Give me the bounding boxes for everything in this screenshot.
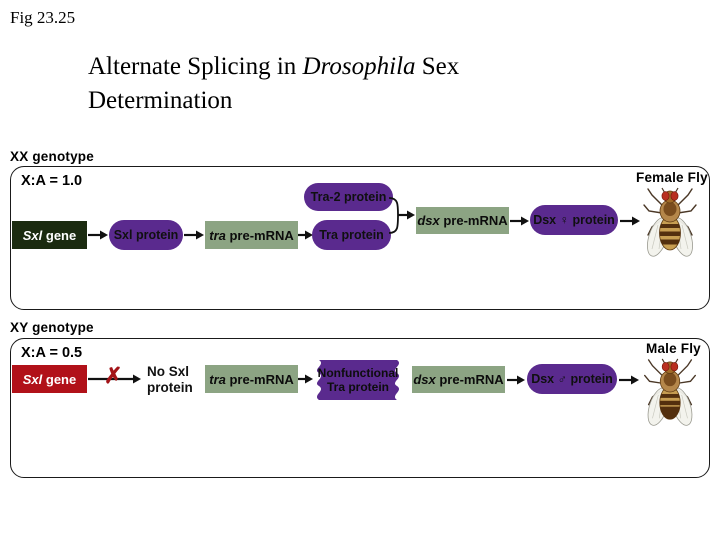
title-line2: Determination xyxy=(88,87,233,114)
sxl-gene-rest: gene xyxy=(42,371,77,387)
nonfunctional-line2: Tra protein xyxy=(326,380,389,394)
sxl-gene-box-xx: Sxl gene xyxy=(12,221,87,249)
xx-genotype-label: XX genotype xyxy=(10,149,94,164)
dsx-female-protein-pill: Dsx ♀ protein xyxy=(530,205,618,235)
torn-edge-shape-icon xyxy=(316,360,400,400)
male-fly-label: Male Fly xyxy=(646,341,701,356)
dsx-rest: pre-mRNA xyxy=(435,372,504,387)
tra-protein-pill: Tra protein xyxy=(312,220,391,250)
arrow-right-icon xyxy=(619,375,639,385)
merge-bracket-arrow-icon xyxy=(389,197,415,234)
nonfunctional-line1: Nonfunctional xyxy=(317,366,399,380)
title-line1-post: Sex xyxy=(415,53,460,80)
nonfunctional-tra-protein-label: Nonfunctional Tra protein xyxy=(309,359,407,401)
xx-ratio-label: X:A = 1.0 xyxy=(21,173,83,189)
no-sxl-protein-text: No Sxl protein xyxy=(147,364,193,396)
tra-italic: tra xyxy=(209,227,226,243)
arrow-right-icon xyxy=(510,216,529,226)
sxl-protein-pill: Sxl protein xyxy=(109,220,183,250)
title-species-italic: Drosophila xyxy=(302,53,416,80)
tra-italic: tra xyxy=(209,371,226,387)
arrow-right-icon xyxy=(298,374,313,384)
female-fly-image xyxy=(643,187,697,257)
dsx-male-protein-pill: Dsx ♂ protein xyxy=(527,364,617,394)
dsx-pre-mrna-box-xx: dsx pre-mRNA xyxy=(416,207,509,234)
xy-panel xyxy=(10,338,710,478)
slide-title: Alternate Splicing in Drosophila Sex Det… xyxy=(88,50,668,118)
male-symbol: ♂ xyxy=(557,372,567,386)
arrow-right-icon xyxy=(88,230,108,240)
xy-ratio-label: X:A = 0.5 xyxy=(21,345,83,361)
dsx-f-post: protein xyxy=(568,213,615,227)
no-sxl-line2: protein xyxy=(147,380,193,395)
dsx-rest: pre-mRNA xyxy=(439,213,508,228)
dsx-f-pre: Dsx xyxy=(533,213,560,227)
dsx-m-post: protein xyxy=(566,372,613,386)
female-fly-label: Female Fly xyxy=(636,170,708,185)
dsx-italic: dsx xyxy=(417,213,440,228)
dsx-pre-mrna-box-xy: dsx pre-mRNA xyxy=(412,366,505,393)
tra-rest: pre-mRNA xyxy=(225,371,294,387)
xy-genotype-label: XY genotype xyxy=(10,320,94,335)
arrow-right-icon xyxy=(184,230,204,240)
sxl-gene-italic: Sxl xyxy=(22,227,43,243)
tra-rest: pre-mRNA xyxy=(225,227,294,243)
tra2-protein-pill: Tra-2 protein xyxy=(304,183,393,211)
male-fly-image xyxy=(644,358,696,426)
nonfunctional-tra-protein-shape: Nonfunctional Tra protein xyxy=(309,359,407,401)
arrow-right-icon xyxy=(298,230,313,240)
blocked-x-mark: ✗ xyxy=(104,363,123,388)
no-sxl-line1: No Sxl xyxy=(147,364,190,379)
sxl-gene-rest: gene xyxy=(42,227,77,243)
figure-number: Fig 23.25 xyxy=(10,8,76,27)
tra-pre-mrna-box-xy: tra pre-mRNA xyxy=(205,365,298,393)
title-line1-pre: Alternate Splicing in xyxy=(88,53,303,80)
tra-pre-mrna-box-xx: tra pre-mRNA xyxy=(205,221,298,249)
dsx-italic: dsx xyxy=(413,372,436,387)
dsx-m-pre: Dsx xyxy=(531,372,558,386)
arrow-right-icon xyxy=(507,375,525,385)
arrow-right-icon xyxy=(620,216,640,226)
blocked-arrow-right-icon xyxy=(88,374,141,384)
sxl-gene-italic: Sxl xyxy=(22,371,43,387)
sxl-gene-box-xy: Sxl gene xyxy=(12,365,87,393)
female-symbol: ♀ xyxy=(559,213,569,227)
